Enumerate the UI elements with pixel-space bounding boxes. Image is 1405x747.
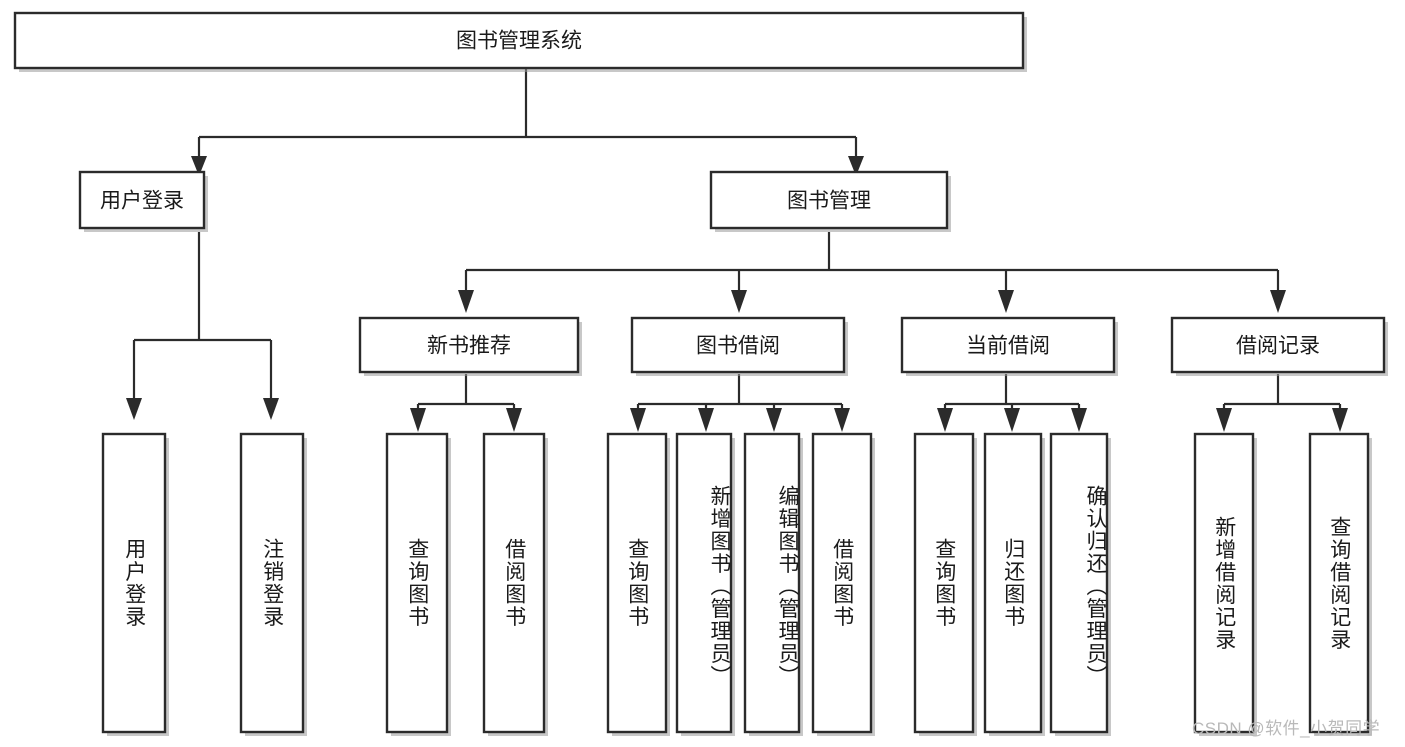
arrow-to-book-management-icon bbox=[848, 156, 864, 176]
connector-group-book-management bbox=[458, 232, 1286, 313]
node-user-login[interactable]: 用户登录 bbox=[78, 170, 208, 232]
node-root-box[interactable] bbox=[13, 11, 1025, 70]
arrow-leaf-query-book-1-icon bbox=[410, 408, 426, 432]
node-leaf-logout-login[interactable] bbox=[239, 432, 307, 736]
connector-group-current-borrow bbox=[937, 374, 1087, 432]
node-book-borrow-box[interactable] bbox=[630, 316, 846, 374]
arrow-to-new-book-recommend-icon bbox=[458, 290, 474, 313]
node-leaf-query-book-3[interactable] bbox=[913, 432, 977, 736]
node-leaf-query-book-2-box[interactable] bbox=[606, 432, 668, 734]
node-book-management-box[interactable] bbox=[709, 170, 949, 230]
node-leaf-add-record[interactable] bbox=[1193, 432, 1257, 736]
node-borrow-record-label: 借阅记录 bbox=[1236, 335, 1320, 358]
arrow-leaf-logout-login-icon bbox=[263, 398, 279, 420]
node-leaf-confirm-return-box[interactable] bbox=[1049, 432, 1109, 734]
node-book-borrow-label: 图书借阅 bbox=[696, 335, 780, 358]
node-borrow-record[interactable]: 借阅记录 bbox=[1170, 316, 1388, 376]
node-leaf-return-book-box[interactable] bbox=[983, 432, 1043, 734]
connector-group-root bbox=[191, 68, 864, 176]
node-leaf-edit-book-box[interactable] bbox=[743, 432, 801, 734]
arrow-leaf-borrow-book-1-icon bbox=[506, 408, 522, 432]
arrow-leaf-confirm-return-icon bbox=[1071, 408, 1087, 432]
node-leaf-return-book[interactable] bbox=[983, 432, 1045, 736]
node-root-label: 图书管理系统 bbox=[456, 30, 582, 53]
node-leaf-query-book-3-box[interactable] bbox=[913, 432, 975, 734]
arrow-to-user-login-icon bbox=[191, 156, 207, 176]
arrow-leaf-query-book-2-icon bbox=[630, 408, 646, 432]
node-leaf-query-book-1-box[interactable] bbox=[385, 432, 449, 734]
node-leaf-edit-book[interactable] bbox=[743, 432, 803, 736]
node-book-management[interactable]: 图书管理 bbox=[709, 170, 951, 232]
node-leaf-query-book-2[interactable] bbox=[606, 432, 670, 736]
arrow-leaf-add-record-icon bbox=[1216, 408, 1232, 432]
node-leaf-confirm-return[interactable] bbox=[1049, 432, 1111, 736]
arrow-leaf-add-book-icon bbox=[698, 408, 714, 432]
arrow-leaf-borrow-book-2-icon bbox=[834, 408, 850, 432]
node-current-borrow[interactable]: 当前借阅 bbox=[900, 316, 1118, 376]
node-new-book-recommend-box[interactable] bbox=[358, 316, 580, 374]
node-leaf-query-record-box[interactable] bbox=[1308, 432, 1370, 734]
node-leaf-add-book[interactable] bbox=[675, 432, 735, 736]
arrow-leaf-return-book-icon bbox=[1004, 408, 1020, 432]
node-user-login-label: 用户登录 bbox=[100, 190, 184, 213]
node-leaf-query-record[interactable] bbox=[1308, 432, 1372, 736]
connector-group-book-borrow bbox=[630, 374, 850, 432]
node-leaf-add-book-box[interactable] bbox=[675, 432, 733, 734]
node-borrow-record-box[interactable] bbox=[1170, 316, 1386, 374]
node-leaf-user-login[interactable] bbox=[101, 432, 169, 736]
connector-group-new-book-recommend bbox=[410, 374, 522, 432]
node-leaf-add-record-box[interactable] bbox=[1193, 432, 1255, 734]
node-book-management-label: 图书管理 bbox=[787, 190, 871, 213]
arrow-leaf-query-book-3-icon bbox=[937, 408, 953, 432]
node-user-login-box[interactable] bbox=[78, 170, 206, 230]
arrow-to-book-borrow-icon bbox=[731, 290, 747, 313]
watermark-label: CSDN @软件_小贺同学 bbox=[1192, 719, 1381, 738]
node-leaf-borrow-book-2[interactable] bbox=[811, 432, 875, 736]
node-new-book-recommend[interactable]: 新书推荐 bbox=[358, 316, 582, 376]
node-root[interactable]: 图书管理系统 bbox=[13, 11, 1027, 72]
node-leaf-query-book-1[interactable] bbox=[385, 432, 451, 736]
node-current-borrow-label: 当前借阅 bbox=[966, 335, 1050, 358]
node-leaf-borrow-book-2-box[interactable] bbox=[811, 432, 873, 734]
arrow-to-borrow-record-icon bbox=[1270, 290, 1286, 313]
connector-group-user-login bbox=[126, 232, 279, 420]
node-new-book-recommend-label: 新书推荐 bbox=[427, 335, 511, 358]
node-current-borrow-box[interactable] bbox=[900, 316, 1116, 374]
node-leaf-user-login-box[interactable] bbox=[101, 432, 167, 734]
node-book-borrow[interactable]: 图书借阅 bbox=[630, 316, 848, 376]
arrow-leaf-edit-book-icon bbox=[766, 408, 782, 432]
arrow-leaf-user-login-icon bbox=[126, 398, 142, 420]
connector-group-borrow-record bbox=[1216, 374, 1348, 432]
arrow-to-current-borrow-icon bbox=[998, 290, 1014, 313]
node-leaf-logout-login-box[interactable] bbox=[239, 432, 305, 734]
node-leaf-borrow-book-1-box[interactable] bbox=[482, 432, 546, 734]
node-leaf-borrow-book-1[interactable] bbox=[482, 432, 548, 736]
arrow-leaf-query-record-icon bbox=[1332, 408, 1348, 432]
